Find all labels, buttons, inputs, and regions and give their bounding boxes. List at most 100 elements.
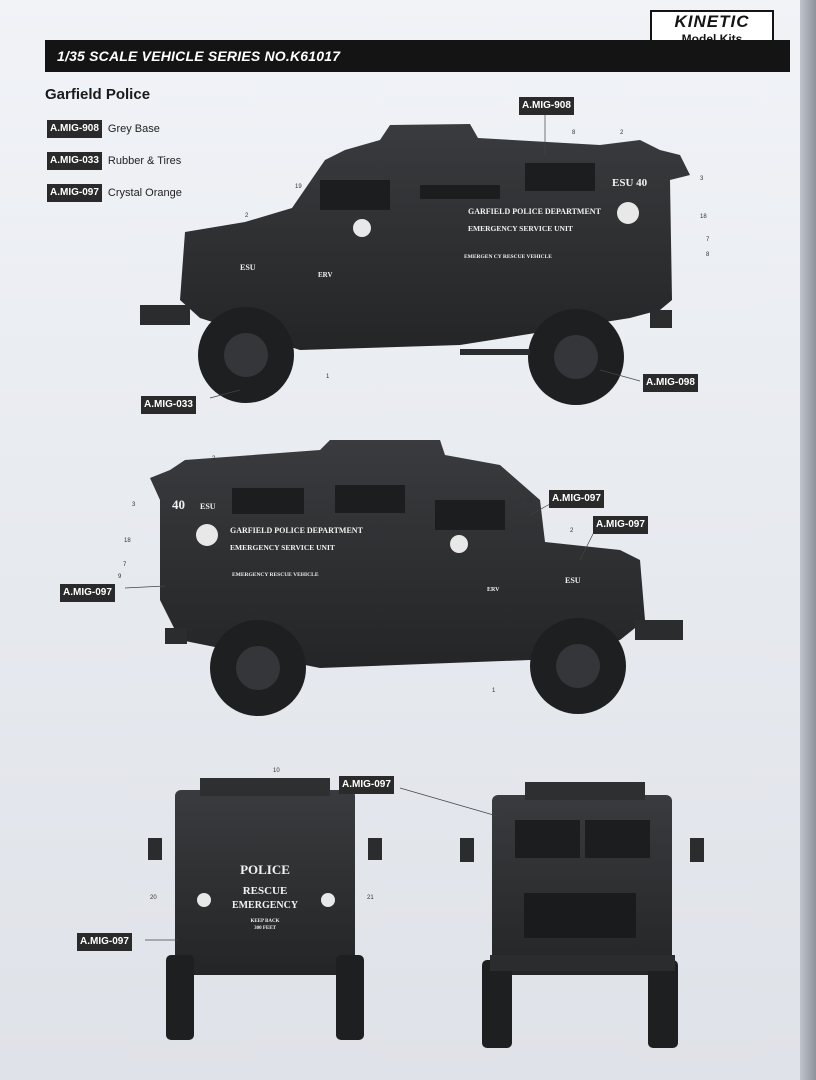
police-seal-icon bbox=[617, 202, 639, 224]
emergency-marking: EMERGENCY bbox=[232, 900, 299, 911]
erv-marking: ERV bbox=[487, 587, 500, 593]
front-grille bbox=[524, 893, 636, 938]
part-number: 9 bbox=[118, 574, 122, 580]
part-number: 7 bbox=[706, 237, 710, 243]
part-number: 2 bbox=[620, 130, 624, 136]
brand-name: KINETIC bbox=[674, 12, 750, 31]
part-number: 8 bbox=[706, 252, 710, 258]
part-number: 2 bbox=[570, 528, 574, 534]
legend-row: A.MIG-908 Grey Base bbox=[47, 118, 160, 140]
callout-grey-base: A.MIG-908 bbox=[519, 97, 574, 115]
legend-row: A.MIG-033 Rubber & Tires bbox=[47, 150, 181, 172]
vent-grille bbox=[335, 485, 405, 513]
roof-rack bbox=[525, 782, 645, 800]
part-number: 8 bbox=[572, 130, 576, 136]
police-seal-icon bbox=[353, 219, 371, 237]
window bbox=[320, 180, 390, 210]
police-seal-icon bbox=[321, 893, 335, 907]
part-number: 3 bbox=[700, 176, 704, 182]
dept-marking: GARFIELD POLICE DEPARTMENT bbox=[230, 526, 364, 535]
police-marking: POLICE bbox=[240, 862, 290, 877]
esu-marking: ESU bbox=[565, 576, 581, 585]
mirror bbox=[148, 838, 162, 860]
part-number: 10 bbox=[273, 768, 280, 774]
rescue-marking: RESCUE bbox=[243, 885, 288, 897]
legend-code: A.MIG-097 bbox=[47, 184, 102, 202]
erv-marking: ERV bbox=[318, 271, 333, 279]
callout-color: A.MIG-098 bbox=[643, 374, 698, 392]
callout-crystal-orange: A.MIG-097 bbox=[549, 490, 604, 508]
part-number: 1 bbox=[492, 688, 496, 694]
front-tire bbox=[482, 960, 512, 1048]
esu-marking-top: ESU bbox=[200, 502, 216, 511]
unit-marking: EMERGENCY SERVICE UNIT bbox=[230, 543, 335, 552]
forty-marking: 40 bbox=[172, 497, 185, 512]
police-seal-icon bbox=[450, 535, 468, 553]
wheel-hub bbox=[236, 646, 280, 690]
part-number: 18 bbox=[700, 214, 707, 220]
front-bumper bbox=[490, 955, 675, 971]
rear-hitch bbox=[650, 310, 672, 328]
rear-hitch bbox=[165, 628, 187, 644]
mirror bbox=[460, 838, 474, 862]
police-seal-icon bbox=[196, 524, 218, 546]
keep-back-marking: KEEP BACK bbox=[250, 919, 279, 924]
series-header-bar: 1/35 SCALE VEHICLE SERIES NO.K61017 bbox=[45, 40, 790, 72]
leader-line bbox=[124, 585, 166, 589]
wheel-hub bbox=[224, 333, 268, 377]
police-seal-icon bbox=[197, 893, 211, 907]
page-edge bbox=[800, 0, 816, 1080]
vehicle-body bbox=[175, 790, 355, 975]
roof-rack bbox=[200, 778, 330, 796]
front-view bbox=[399, 782, 704, 1048]
leader-line bbox=[209, 389, 241, 399]
esu-40-marking: ESU 40 bbox=[612, 177, 648, 189]
dept-marking: GARFIELD POLICE DEPARTMENT bbox=[468, 207, 602, 216]
callout-crystal-orange: A.MIG-097 bbox=[339, 776, 394, 794]
side-view-left-facing: GARFIELD POLICE DEPARTMENT EMERGENCY SER… bbox=[140, 112, 710, 405]
callout-crystal-orange: A.MIG-097 bbox=[60, 584, 115, 602]
part-number: 7 bbox=[123, 562, 127, 568]
leader-line bbox=[599, 369, 641, 382]
callout-rubber-tires: A.MIG-033 bbox=[141, 396, 196, 414]
vent-grille bbox=[232, 488, 304, 514]
wheel-hub bbox=[554, 335, 598, 379]
part-number: 19 bbox=[295, 184, 302, 190]
leader-line bbox=[579, 529, 596, 561]
leader-line bbox=[399, 787, 498, 817]
part-number: 6 bbox=[246, 456, 250, 462]
part-number: 3 bbox=[132, 502, 136, 508]
callout-crystal-orange: A.MIG-097 bbox=[593, 516, 648, 534]
front-bumper bbox=[635, 620, 683, 640]
legend-code: A.MIG-033 bbox=[47, 152, 102, 170]
scheme-title: Garfield Police bbox=[45, 86, 151, 103]
windshield bbox=[585, 820, 650, 858]
legend-label: Grey Base bbox=[107, 123, 160, 135]
part-number: 2 bbox=[245, 213, 249, 219]
front-bumper bbox=[140, 305, 190, 325]
rear-view: POLICE RESCUE EMERGENCY KEEP BACK 300 FE… bbox=[145, 768, 382, 1040]
unit-marking: EMERGENCY SERVICE UNIT bbox=[468, 224, 573, 233]
part-number: 1 bbox=[326, 374, 330, 380]
vehicle-marking: EMERGENCY RESCUE VEHICLE bbox=[232, 572, 319, 578]
rear-tire bbox=[166, 955, 194, 1040]
vent-grille bbox=[420, 185, 500, 199]
side-view-right-facing: GARFIELD POLICE DEPARTMENT EMERGENCY SER… bbox=[118, 440, 683, 716]
wheel-hub bbox=[556, 644, 600, 688]
front-tire bbox=[648, 960, 678, 1048]
legend-code: A.MIG-908 bbox=[47, 120, 102, 138]
rear-tire bbox=[336, 955, 364, 1040]
part-number: 18 bbox=[124, 538, 131, 544]
mirror bbox=[690, 838, 704, 862]
legend-label: Crystal Orange bbox=[107, 187, 182, 199]
part-number: 21 bbox=[367, 895, 374, 901]
window bbox=[435, 500, 505, 530]
leader-line bbox=[529, 503, 551, 516]
part-number: 2 bbox=[212, 456, 216, 462]
part-number: 19 bbox=[526, 498, 533, 504]
vehicle-marking: EMERGEN CY RESCUE VEHICLE bbox=[464, 254, 552, 260]
esu-marking: ESU bbox=[240, 263, 256, 272]
mirror bbox=[368, 838, 382, 860]
part-number: 20 bbox=[150, 895, 157, 901]
